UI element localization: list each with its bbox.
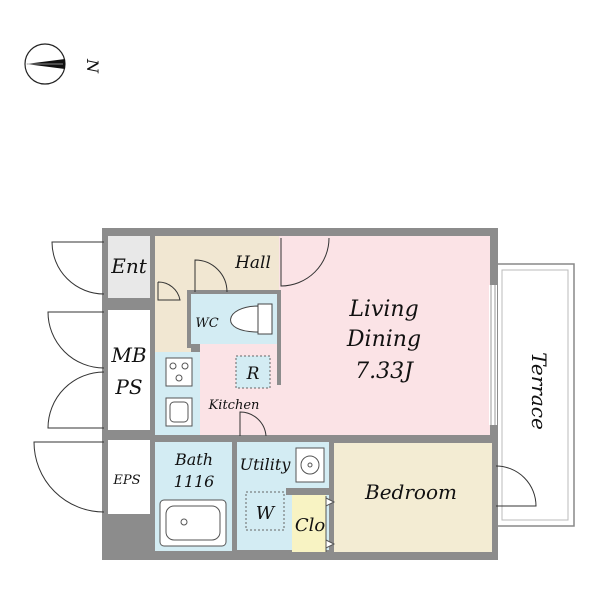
closet-room: [292, 495, 326, 552]
mbps-room: [108, 310, 150, 430]
washer-label: W: [256, 503, 276, 524]
terrace-label: Terrace: [527, 352, 551, 430]
hall-label: Hall: [234, 253, 271, 273]
bedroom-room: [334, 443, 492, 552]
refrigerator-space: R: [235, 355, 271, 389]
stove-icon: [165, 357, 193, 387]
kitchen-door[interactable]: [239, 411, 267, 437]
window-living: [489, 285, 497, 425]
eps-label: EPS: [112, 473, 140, 488]
terrace: Terrace: [495, 263, 575, 527]
bedroom-label: Bedroom: [364, 480, 457, 504]
bathtub-icon: [159, 499, 227, 547]
eps-door[interactable]: [33, 441, 105, 513]
bath-label-line2: 1116: [174, 472, 215, 491]
living-label-area: 7.33J: [355, 359, 414, 384]
entrance-room: [108, 236, 150, 298]
compass: N: [24, 43, 102, 85]
entrance-label: Ent: [110, 254, 147, 278]
mbps-label-line1: MB: [110, 343, 146, 367]
kitchen-label: Kitchen: [208, 398, 260, 413]
compass-north-label: N: [83, 58, 102, 74]
wc-door[interactable]: [194, 259, 228, 293]
closet-door-marks: [325, 497, 336, 549]
closet-label: Clo: [295, 515, 326, 536]
bath-label-line1: Bath: [174, 450, 213, 469]
washer-space: W: [245, 491, 285, 531]
sink-icon: [165, 397, 193, 427]
terrace-bedroom-door[interactable]: [495, 465, 537, 507]
living-door[interactable]: [280, 237, 330, 287]
mbps-label-line2: PS: [114, 375, 142, 399]
wc-label: WC: [195, 316, 218, 331]
living-label-line2: Dining: [346, 327, 421, 352]
living-label-line1: Living: [348, 297, 418, 322]
refrigerator-label: R: [246, 364, 260, 384]
toilet-icon: [230, 303, 273, 335]
hall-corridor: [153, 236, 191, 353]
eps-room: [108, 440, 150, 514]
entrance-door[interactable]: [51, 241, 105, 295]
mbps-doors[interactable]: [47, 311, 105, 429]
interior-walls: [108, 236, 492, 552]
hall-small-door[interactable]: [157, 281, 181, 301]
washbasin-icon: [295, 447, 325, 483]
north-arrow-icon: [24, 43, 66, 85]
utility-label: Utility: [240, 455, 292, 474]
